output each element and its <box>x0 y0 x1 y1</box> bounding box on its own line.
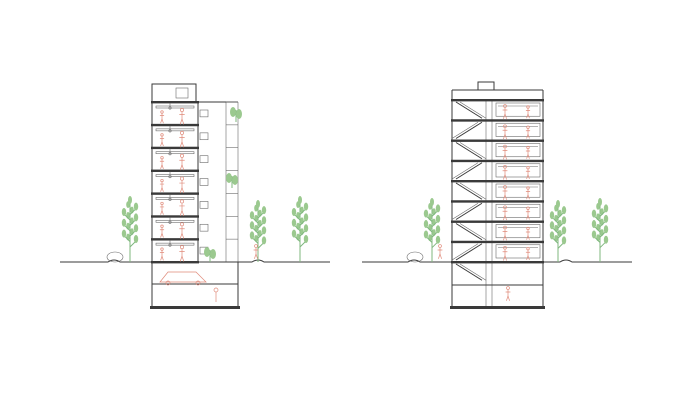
potted-plant <box>226 173 238 188</box>
person-figure <box>179 199 185 216</box>
floor-slab <box>151 123 199 127</box>
tree <box>249 200 267 262</box>
stair-flight <box>455 182 483 200</box>
floor-slab <box>151 146 199 150</box>
person-figure <box>525 166 531 180</box>
tree <box>549 200 567 262</box>
person-figure <box>159 247 165 261</box>
ground-line-right <box>362 259 632 263</box>
window <box>199 132 209 141</box>
window <box>199 201 209 209</box>
car-shape <box>159 271 207 283</box>
person-figure <box>502 104 508 119</box>
person-figure <box>179 222 185 239</box>
floor-slab <box>451 200 544 203</box>
floor-slab <box>451 220 544 223</box>
person-figure <box>502 185 508 200</box>
stair-flight <box>455 142 483 160</box>
stair-flight <box>455 101 483 119</box>
floor-slab <box>151 169 199 172</box>
person-figure <box>179 176 185 194</box>
outdoor-people <box>253 244 443 259</box>
person-figure <box>525 105 531 119</box>
person-figure <box>525 125 531 139</box>
stair-flight <box>455 121 483 139</box>
person-figure <box>525 226 531 240</box>
floor-slab <box>151 192 199 195</box>
room-interior <box>495 203 541 218</box>
person-figure <box>502 245 508 261</box>
person-figure <box>502 124 508 140</box>
bushes <box>106 251 424 263</box>
stair-flight <box>455 162 483 180</box>
room-interior <box>495 143 541 158</box>
floor-slab <box>451 99 544 102</box>
person-figure <box>502 164 508 180</box>
person-figure <box>179 245 185 262</box>
left-section-building <box>150 83 240 309</box>
roof-unit <box>175 87 189 99</box>
person-figure <box>525 145 531 159</box>
person-figure <box>502 205 508 221</box>
floor-slab <box>151 101 199 104</box>
tree <box>591 198 609 262</box>
floor-slab <box>451 159 544 163</box>
tree <box>291 196 309 262</box>
room-interior <box>495 244 541 259</box>
floor-slab <box>451 180 544 183</box>
person-figure <box>525 186 531 200</box>
person-figure <box>179 108 185 125</box>
stair-flight <box>455 223 483 241</box>
person-figure <box>179 130 185 148</box>
balcony-plants <box>204 107 242 262</box>
person-figure <box>159 224 165 238</box>
roof-parapet <box>151 83 197 103</box>
room-interior <box>495 163 541 178</box>
stair-flight <box>455 263 483 281</box>
floor-slab <box>451 261 544 264</box>
left-basement <box>151 261 239 309</box>
person-figure <box>253 244 259 259</box>
right-section-building <box>450 81 545 309</box>
vegetation <box>121 196 609 262</box>
stair-flight <box>455 202 483 220</box>
window <box>199 223 209 232</box>
window <box>199 178 209 186</box>
person-figure <box>179 153 185 171</box>
person-figure <box>213 287 219 302</box>
person-figure <box>502 144 508 160</box>
room-interior <box>495 224 541 239</box>
potted-plant <box>204 247 216 262</box>
floor-slab <box>151 238 199 241</box>
window <box>199 109 209 118</box>
potted-plant <box>230 107 242 122</box>
person-figure <box>159 178 165 192</box>
window <box>199 155 209 163</box>
roof-unit <box>477 81 495 91</box>
room-interior <box>495 122 541 137</box>
person-figure <box>159 133 165 147</box>
person-figure <box>502 225 508 241</box>
person-figure <box>525 247 531 261</box>
person-figure <box>505 286 511 301</box>
floor-slab <box>151 215 199 218</box>
floor-slab <box>451 119 544 122</box>
person-figure <box>525 206 531 220</box>
room-interior <box>495 102 541 117</box>
person-figure <box>159 156 165 170</box>
floor-slab <box>451 139 544 142</box>
person-figure <box>159 110 165 124</box>
room-interior <box>495 183 541 198</box>
stair-flight <box>455 243 483 261</box>
person-figure <box>437 244 443 259</box>
person-figure <box>159 201 165 215</box>
floor-slab <box>451 240 544 244</box>
tree <box>121 196 139 262</box>
tree <box>423 198 441 262</box>
